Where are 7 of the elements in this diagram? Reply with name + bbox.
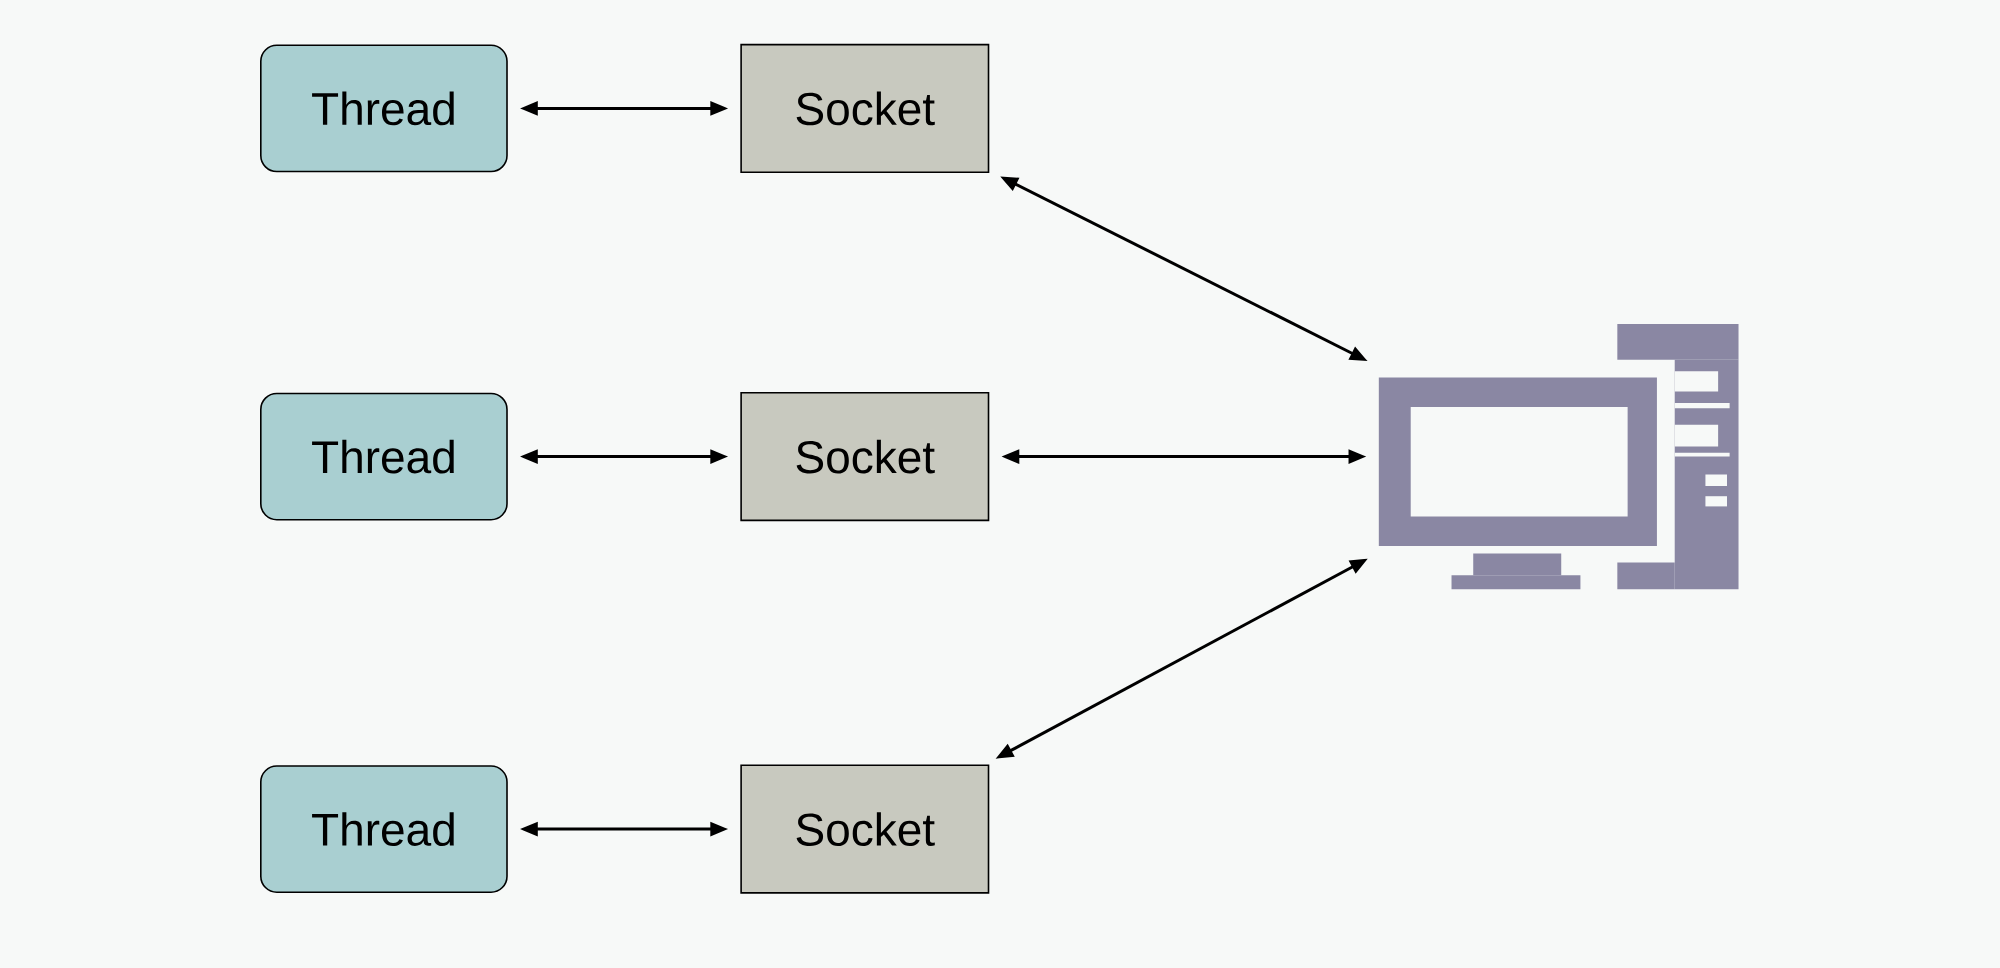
- socket-box: Socket: [740, 43, 990, 173]
- thread-box: Thread: [260, 765, 508, 893]
- thread-box: Thread: [260, 392, 508, 521]
- computer-drawing: [1378, 324, 1739, 590]
- socket-box: Socket: [740, 764, 990, 894]
- socket-box: Socket: [740, 392, 990, 522]
- thread-box: Thread: [260, 44, 508, 173]
